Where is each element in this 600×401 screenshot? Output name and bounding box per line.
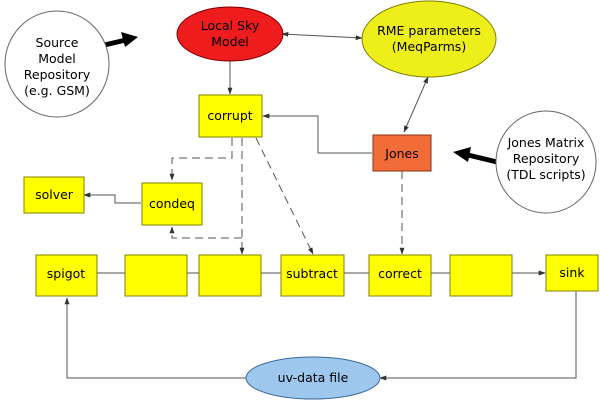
uvdata-to-spigot-arrow (64, 297, 246, 379)
source-repo-label-line3: Repository (24, 67, 91, 82)
corrupt-to-condeq-dashed (169, 138, 233, 181)
uvdata-label: uv-data file (278, 370, 349, 385)
rme-jones-arrow (403, 76, 429, 133)
sink-node: sink (545, 254, 599, 292)
uv-data-file-node: uv-data file (245, 356, 381, 400)
condeq-node: condeq (141, 182, 203, 226)
spigot-label: spigot (47, 266, 86, 281)
corrupt-to-subtract-dashed (255, 137, 314, 255)
source-model-repository-node: Source Model Repository (e.g. GSM) (4, 10, 110, 118)
jones-matrix-repository-node: Jones Matrix Repository (TDL scripts) (495, 110, 597, 214)
local-sky-label-line2: Model (211, 34, 249, 49)
rme-label-line2: (MeqParms) (392, 39, 466, 54)
sink-label: sink (559, 265, 585, 280)
jones-repo-label-line2: Repository (513, 151, 580, 166)
source-repo-label-line1: Source (36, 35, 79, 50)
jones-repo-label-line1: Jones Matrix (507, 135, 585, 150)
rme-parameters-node: RME parameters (MeqParms) (361, 0, 497, 78)
spigot-node: spigot (35, 254, 98, 297)
solver-label: solver (35, 187, 74, 202)
sink-to-uvdata-arrow (379, 291, 577, 381)
corrupt-label: corrupt (207, 108, 252, 123)
jones-to-corrupt-arrow (262, 113, 372, 154)
rme-label-line1: RME parameters (377, 23, 481, 38)
local-sky-label-line1: Local Sky (201, 18, 260, 33)
solver-node: solver (23, 176, 85, 214)
condeq-to-solver-arrow (83, 192, 141, 204)
pipeline-empty-box-3 (449, 254, 513, 297)
jones-repo-thick-arrow (453, 147, 500, 165)
jones-repo-label-line3: (TDL scripts) (506, 167, 585, 182)
jones-label: Jones (384, 146, 418, 161)
condeq-label: condeq (149, 196, 195, 211)
to-condeq-dashed (169, 226, 242, 239)
sky-rme-arrow (281, 31, 363, 41)
correct-node: correct (368, 254, 432, 297)
subtract-node: subtract (280, 254, 345, 297)
source-repo-label-line2: Model (38, 51, 76, 66)
pipeline-empty-box-1 (124, 254, 188, 297)
local-sky-model-node: Local Sky Model (176, 6, 284, 62)
corrupt-node: corrupt (198, 94, 263, 138)
source-repo-label-line4: (e.g. GSM) (24, 83, 90, 98)
pipeline-empty-box-2 (198, 254, 262, 297)
jones-node: Jones (372, 134, 432, 172)
subtract-label: subtract (286, 266, 338, 281)
correct-label: correct (378, 266, 422, 281)
